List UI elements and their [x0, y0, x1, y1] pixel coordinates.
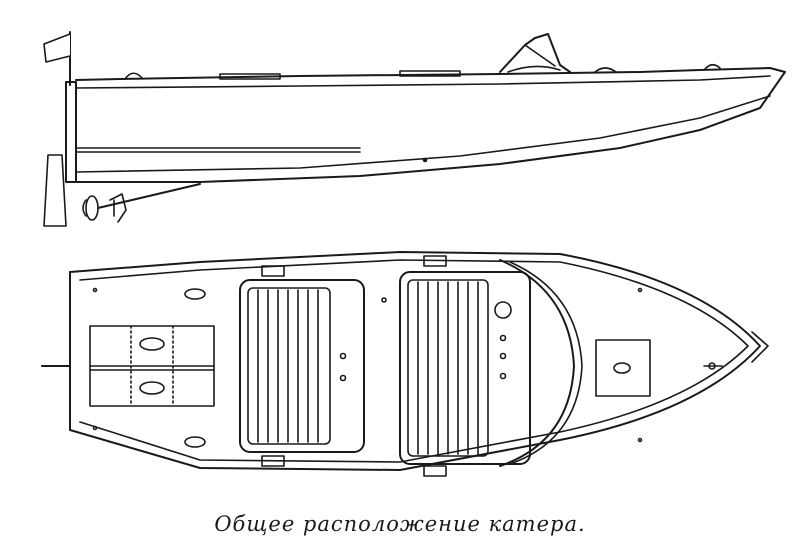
foredeck-hatch: [595, 339, 651, 397]
vent: [184, 288, 206, 300]
plan-view: [41, 251, 769, 477]
propeller: [82, 183, 201, 223]
bow-fitting: [751, 331, 769, 363]
deck-fitting: [594, 67, 617, 73]
deck-hatch-side: [219, 73, 281, 80]
stern-flag: [43, 31, 71, 86]
sheer-line: [75, 67, 786, 81]
engine-hatch: [89, 325, 215, 407]
vent: [184, 436, 206, 448]
windscreen-side: [499, 33, 571, 73]
deck-fitting: [124, 72, 143, 80]
figure-caption: Общее расположение катера.: [214, 512, 586, 536]
chine-line: [75, 95, 771, 173]
rear-cockpit: [239, 265, 365, 467]
side-view: [43, 31, 786, 227]
front-cockpit: [399, 255, 531, 477]
steering-wheel: [494, 301, 512, 319]
transom: [65, 81, 77, 183]
windscreen-plan: [499, 259, 575, 467]
boat-drawing: [41, 31, 786, 477]
deck-hatch-side: [399, 70, 461, 77]
hull-outline: [69, 251, 761, 471]
hull-keel: [75, 71, 786, 183]
rudder: [43, 154, 67, 227]
deck-fitting: [704, 63, 721, 70]
